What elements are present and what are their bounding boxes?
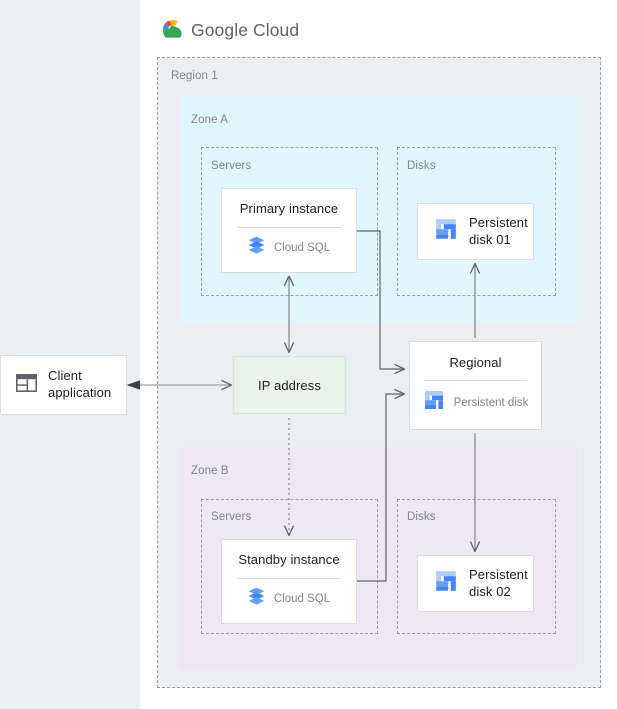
zone-a-disks-label: Disks (407, 160, 436, 172)
client-application-node[interactable]: Client application (0, 355, 127, 415)
primary-instance-service-label: Cloud SQL (273, 241, 331, 254)
divider (236, 577, 342, 579)
zone-b-label: Zone B (191, 465, 229, 477)
persistent-disk-01-label-line2: disk 01 (469, 231, 511, 247)
browser-window-icon (16, 373, 37, 397)
zone-a-disks-group (397, 147, 556, 296)
cloud-sql-icon (248, 587, 265, 611)
primary-instance-service: Cloud SQL (248, 236, 330, 260)
ip-address-node[interactable]: IP address (233, 356, 346, 414)
regional-disk-service-label: Persistent disk (453, 396, 529, 409)
google-cloud-header: Google Cloud (156, 16, 299, 44)
standby-instance-title: Standby instance (238, 552, 340, 568)
persistent-disk-icon (434, 569, 458, 598)
brand-google: Google (191, 19, 249, 40)
zone-a-label: Zone A (191, 114, 229, 126)
google-cloud-logo-icon (156, 19, 182, 41)
standby-instance-service-label: Cloud SQL (273, 592, 331, 605)
persistent-disk-icon (423, 389, 445, 416)
persistent-disk-01-label-line1: Persistent (469, 214, 528, 230)
regional-disk-title: Regional (449, 354, 502, 370)
regional-disk-service: Persistent disk (423, 389, 529, 416)
persistent-disk-02-label-line1: Persistent (469, 566, 528, 582)
persistent-disk-icon (434, 217, 458, 246)
standby-instance-service: Cloud SQL (248, 587, 330, 611)
google-cloud-wordmark: Google Cloud (191, 20, 299, 41)
primary-instance-node[interactable]: Primary instance Cloud SQL (221, 188, 357, 273)
brand-cloud: Cloud (253, 19, 300, 40)
zone-b-servers-label: Servers (211, 511, 252, 523)
primary-instance-title: Primary instance (239, 201, 339, 217)
zone-a-servers-label: Servers (211, 160, 252, 172)
divider (424, 380, 527, 382)
zone-b-disks-label: Disks (407, 511, 436, 523)
region-label: Region 1 (171, 70, 218, 82)
persistent-disk-02-label-line2: disk 02 (469, 583, 511, 599)
divider (236, 226, 342, 228)
ip-address-label: IP address (258, 377, 321, 393)
standby-instance-node[interactable]: Standby instance Cloud SQL (221, 539, 357, 624)
client-application-label: Client application (48, 368, 112, 400)
regional-disk-node[interactable]: Regional Persistent disk (409, 341, 542, 430)
cloud-sql-icon (248, 236, 265, 260)
